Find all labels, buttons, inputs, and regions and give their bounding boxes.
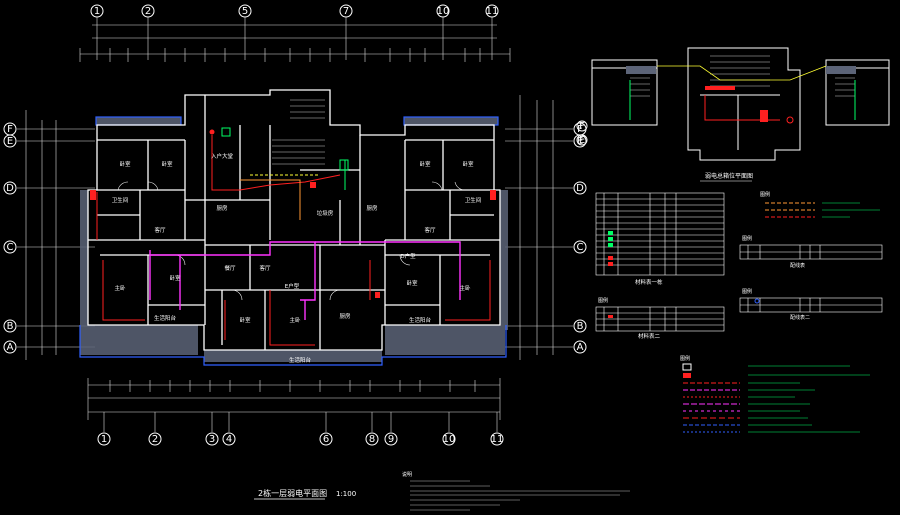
room-toilet-left: 卫生间 [112, 196, 129, 204]
room-living-left: 客厅 [154, 226, 166, 234]
room-bedroom-r2: 卧室 [462, 160, 474, 168]
bottom-dimension-lines [87, 378, 501, 432]
axis-bottom-2: 2 [152, 434, 158, 445]
room-master-left: 主卧 [114, 284, 126, 292]
wiring2-label: 图例 [742, 288, 752, 295]
room-bedroom-left: 卧室 [169, 274, 181, 282]
room-kitchen-center: 厨房 [216, 204, 228, 212]
axis-top-1: 1 [94, 6, 100, 17]
axis-bottom-8: 8 [369, 434, 375, 445]
main-scale: 1:100 [336, 490, 356, 498]
axis-bottom-4: 4 [226, 434, 232, 445]
wiring2-title: 配线表二 [790, 314, 810, 321]
room-master-center: 主卧 [289, 316, 301, 324]
room-bedroom-2: 卧室 [161, 160, 173, 168]
table2-title: 材料表二 [638, 332, 661, 340]
floor-plan: 卧室 卧室 客厅 主卧 卧室 生活阳台 入户大堂 厨房 餐厅 客厅 E户型 卧室… [79, 89, 508, 366]
notes-block: 说明 [402, 471, 630, 511]
top-dimension-lines [79, 17, 511, 62]
axis-top-2: 2 [145, 6, 151, 17]
wiring1-title: 配线表 [790, 262, 805, 269]
axis-top-7: 7 [343, 6, 349, 17]
room-bedroom-right: 卧室 [406, 279, 418, 287]
notes-title: 说明 [402, 471, 412, 478]
legend-top-right: 图例 [760, 191, 880, 218]
material-table-1: 材料表一栋 [595, 192, 725, 286]
red-devices [90, 129, 496, 298]
axis-left-E: E [7, 136, 13, 147]
axis-top-5: 5 [242, 6, 248, 17]
axis-right-A: A [577, 342, 584, 353]
table1-title: 材料表一栋 [635, 278, 663, 286]
room-toilet-right: 卫生间 [465, 196, 482, 204]
axis-right-B: B [577, 321, 584, 332]
legend-title: 图例 [680, 355, 690, 362]
room-garbage: 垃圾房 [317, 209, 334, 217]
axis-right-F: F [577, 124, 583, 135]
axis-bottom-1: 1 [101, 434, 107, 445]
legend-bottom-right: 图例 [680, 355, 870, 433]
room-kitchen-r: 厨房 [366, 204, 378, 212]
axis-right-D: D [576, 183, 584, 194]
inset-axis-F: F [579, 121, 585, 132]
axis-bottom-10: 10 [443, 434, 456, 445]
room-bedroom-center: 卧室 [239, 316, 251, 324]
wiring-table-2: 图例 配线表二 [739, 288, 883, 321]
table2-label: 图例 [598, 297, 608, 304]
door-swings [117, 181, 466, 301]
wiring1-label: 图例 [742, 235, 752, 242]
legend-top-title: 图例 [760, 191, 770, 198]
exterior-hatch [80, 117, 508, 362]
room-household-E: E户型 [285, 282, 300, 290]
room-household-D: D户型 [400, 252, 416, 260]
axis-left-B: B [7, 321, 14, 332]
inset-axis-E: E [579, 135, 585, 146]
room-living-center: 客厅 [259, 264, 271, 272]
axis-left-C: C [7, 242, 14, 253]
room-entry-hall: 入户大堂 [211, 152, 234, 160]
red-wiring [96, 135, 491, 346]
room-bedroom-1: 卧室 [119, 160, 131, 168]
left-axis-bubbles [3, 122, 17, 354]
axis-bottom-6: 6 [323, 434, 329, 445]
room-balcony-bottom: 生活阳台 [289, 356, 312, 364]
axis-top-10: 10 [437, 6, 450, 17]
axis-right-E: E [577, 136, 583, 147]
room-master-right: 主卧 [459, 284, 471, 292]
room-dining: 餐厅 [224, 264, 236, 272]
room-living-right: 客厅 [424, 226, 436, 234]
riser-wiring [221, 127, 349, 220]
right-dimension-lines [505, 95, 573, 360]
bottom-axis-bubbles [97, 432, 504, 446]
material-table-2: 图例 材料表二 [595, 297, 725, 340]
axis-bottom-3: 3 [209, 434, 215, 445]
inset-title: 弱电总箱位平面图 [705, 172, 753, 180]
stairs [272, 99, 325, 165]
axis-bottom-9: 9 [388, 434, 394, 445]
axis-left-F: F [7, 124, 13, 135]
room-bedroom-r1: 卧室 [419, 160, 431, 168]
axis-bottom-11: 11 [491, 434, 504, 445]
room-balcony-left: 生活阳台 [154, 314, 177, 322]
axis-left-A: A [7, 342, 14, 353]
magenta-wiring [149, 241, 461, 320]
inset-plan: F E 弱电总箱位平面图 [576, 47, 890, 182]
axis-right-C: C [577, 242, 584, 253]
room-kitchen-right: 厨房 [339, 312, 351, 320]
axis-top-11: 11 [486, 6, 499, 17]
axis-left-D: D [6, 183, 14, 194]
walls [87, 89, 501, 351]
room-balcony-right: 生活阳台 [409, 316, 432, 324]
wiring-table-1: 图例 配线表 [739, 235, 883, 269]
main-title: 2栋一层弱电平面图 [258, 488, 327, 498]
right-axis-bubbles [573, 122, 587, 354]
